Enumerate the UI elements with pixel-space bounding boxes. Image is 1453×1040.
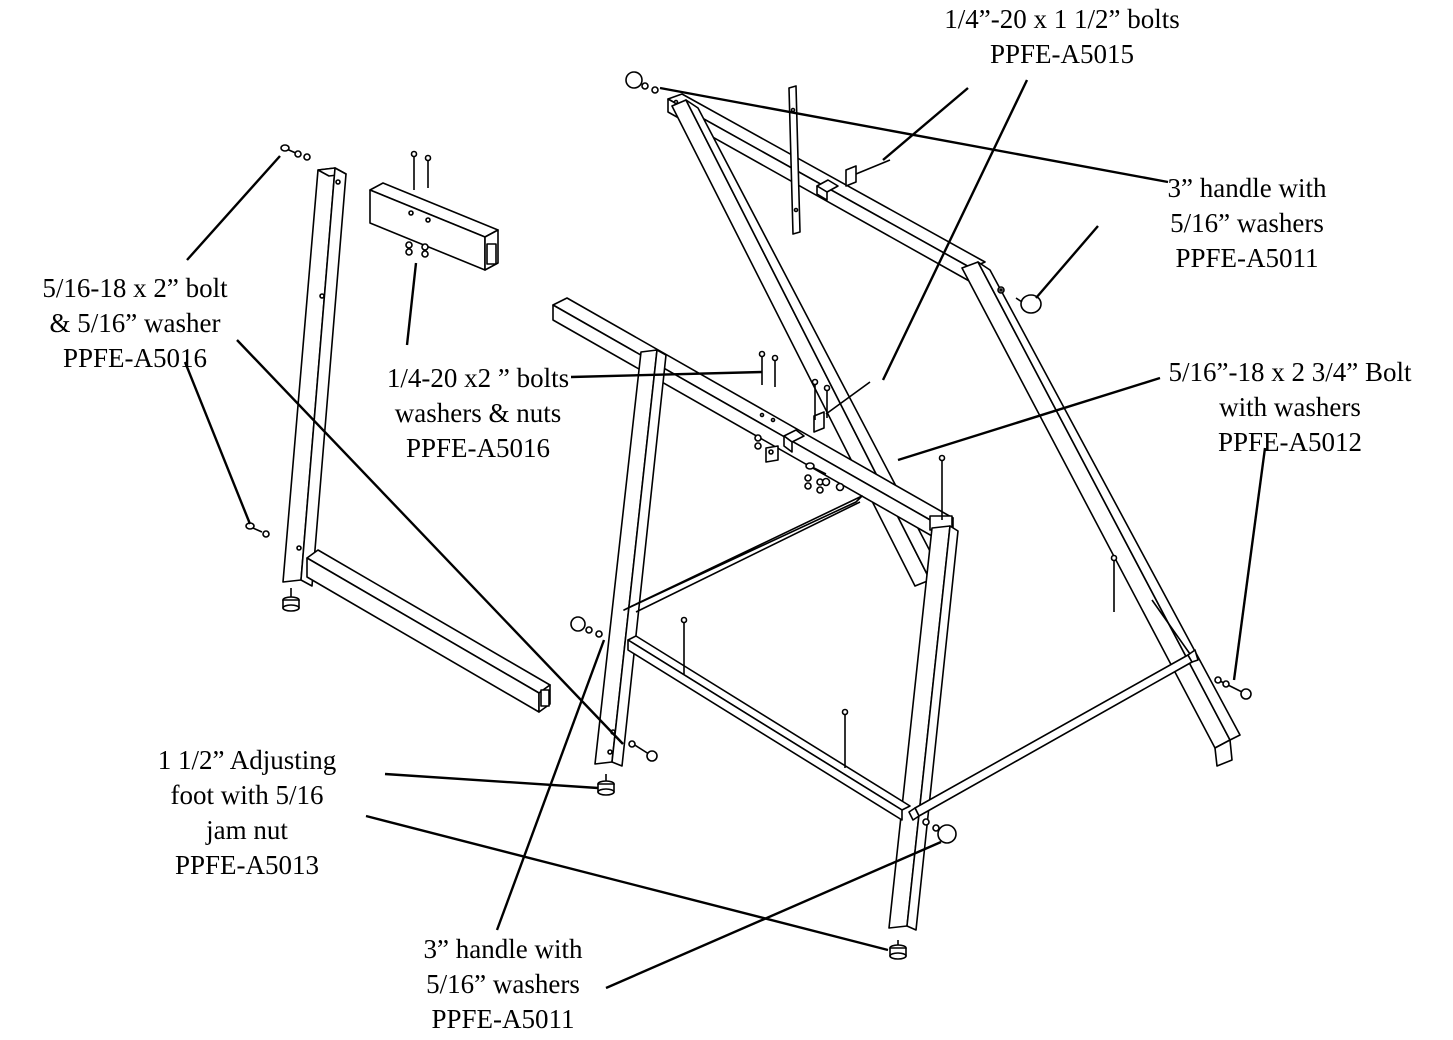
- callout-line: 5/16” washers: [1170, 208, 1324, 238]
- vertical-bolts: [410, 150, 1118, 768]
- leader-bolt2-low: [236, 339, 624, 745]
- adjusting-feet: [282, 588, 907, 960]
- callout-line: 3” handle with: [423, 934, 583, 964]
- callout-line: with washers: [1219, 392, 1361, 422]
- leader-a5012-left: [897, 376, 1161, 462]
- leader-bolt2-top: [186, 155, 281, 261]
- callout-bolt-a5012: 5/16”-18 x 2 3/4” Bolt with washers PPFE…: [1169, 355, 1412, 460]
- callout-line: 5/16-18 x 2” bolt: [42, 273, 228, 303]
- callout-bolts-a5015: 1/4”-20 x 1 1/2” bolts PPFE-A5015: [944, 2, 1179, 72]
- callout-line: 3” handle with: [1167, 173, 1327, 203]
- leader-handle-upper: [659, 86, 1169, 184]
- callout-line: 5/16”-18 x 2 3/4” Bolt: [1168, 357, 1412, 387]
- callout-line: 1/4”-20 x 1 1/2” bolts: [944, 4, 1180, 34]
- leader-handle-upper-right: [1035, 225, 1099, 299]
- callout-line: 1 1/2” Adjusting: [157, 745, 337, 775]
- callout-line: 5/16” washers: [426, 969, 580, 999]
- callout-line: PPFE-A5013: [174, 850, 320, 880]
- callout-line: washers & nuts: [394, 398, 562, 428]
- center-hardware: [765, 381, 871, 463]
- leader-handle-lower-right: [605, 840, 942, 990]
- leader-a5015-top: [882, 87, 969, 161]
- side-bolts: [245, 144, 1252, 762]
- handles: [570, 71, 1042, 844]
- callout-line: PPFE-A5012: [1217, 427, 1363, 457]
- callout-bolts-a5016: 1/4-20 x2 ” bolts washers & nuts PPFE-A5…: [387, 361, 569, 466]
- front-right-leg: [888, 525, 959, 931]
- leader-foot-upper: [384, 772, 599, 790]
- callout-line: foot with 5/16: [170, 780, 324, 810]
- leader-a5012-down: [1232, 447, 1267, 681]
- callout-line: jam nut: [206, 815, 288, 845]
- callout-line: PPFE-A5015: [989, 39, 1135, 69]
- callout-handle-upper: 3” handle with 5/16” washers PPFE-A5011: [1168, 171, 1327, 276]
- upright-plate: [788, 85, 891, 235]
- leader-lines: [183, 79, 1267, 990]
- callout-bolt-2in: 5/16-18 x 2” bolt & 5/16” washer PPFE-A5…: [42, 271, 227, 376]
- loose-cross-tube: [369, 182, 499, 271]
- front-left-leg: [594, 349, 667, 767]
- leader-a5016-up: [405, 262, 418, 346]
- callout-line: 1/4-20 x2 ” bolts: [386, 363, 570, 393]
- callout-handle-lower: 3” handle with 5/16” washers PPFE-A5011: [424, 932, 583, 1037]
- callout-line: PPFE-A5016: [405, 433, 551, 463]
- callout-line: & 5/16” washer: [49, 308, 221, 338]
- callout-line: PPFE-A5011: [431, 1004, 575, 1034]
- leader-bolt2-mid: [183, 361, 252, 525]
- leader-handle-lower-up: [495, 639, 606, 931]
- front-top-rail: [552, 297, 954, 541]
- washers: [405, 241, 845, 494]
- callout-line: PPFE-A5011: [1175, 243, 1319, 273]
- lower-rails: [623, 495, 1199, 821]
- callout-line: PPFE-A5016: [62, 343, 208, 373]
- leader-a5015-center: [881, 79, 1029, 381]
- callout-foot-a5013: 1 1/2” Adjusting foot with 5/16 jam nut …: [158, 743, 337, 883]
- loose-left-leg: [282, 167, 347, 587]
- leader-foot-lower: [365, 814, 889, 952]
- leader-a5016-right: [570, 370, 763, 379]
- loose-bottom-tube: [306, 549, 551, 713]
